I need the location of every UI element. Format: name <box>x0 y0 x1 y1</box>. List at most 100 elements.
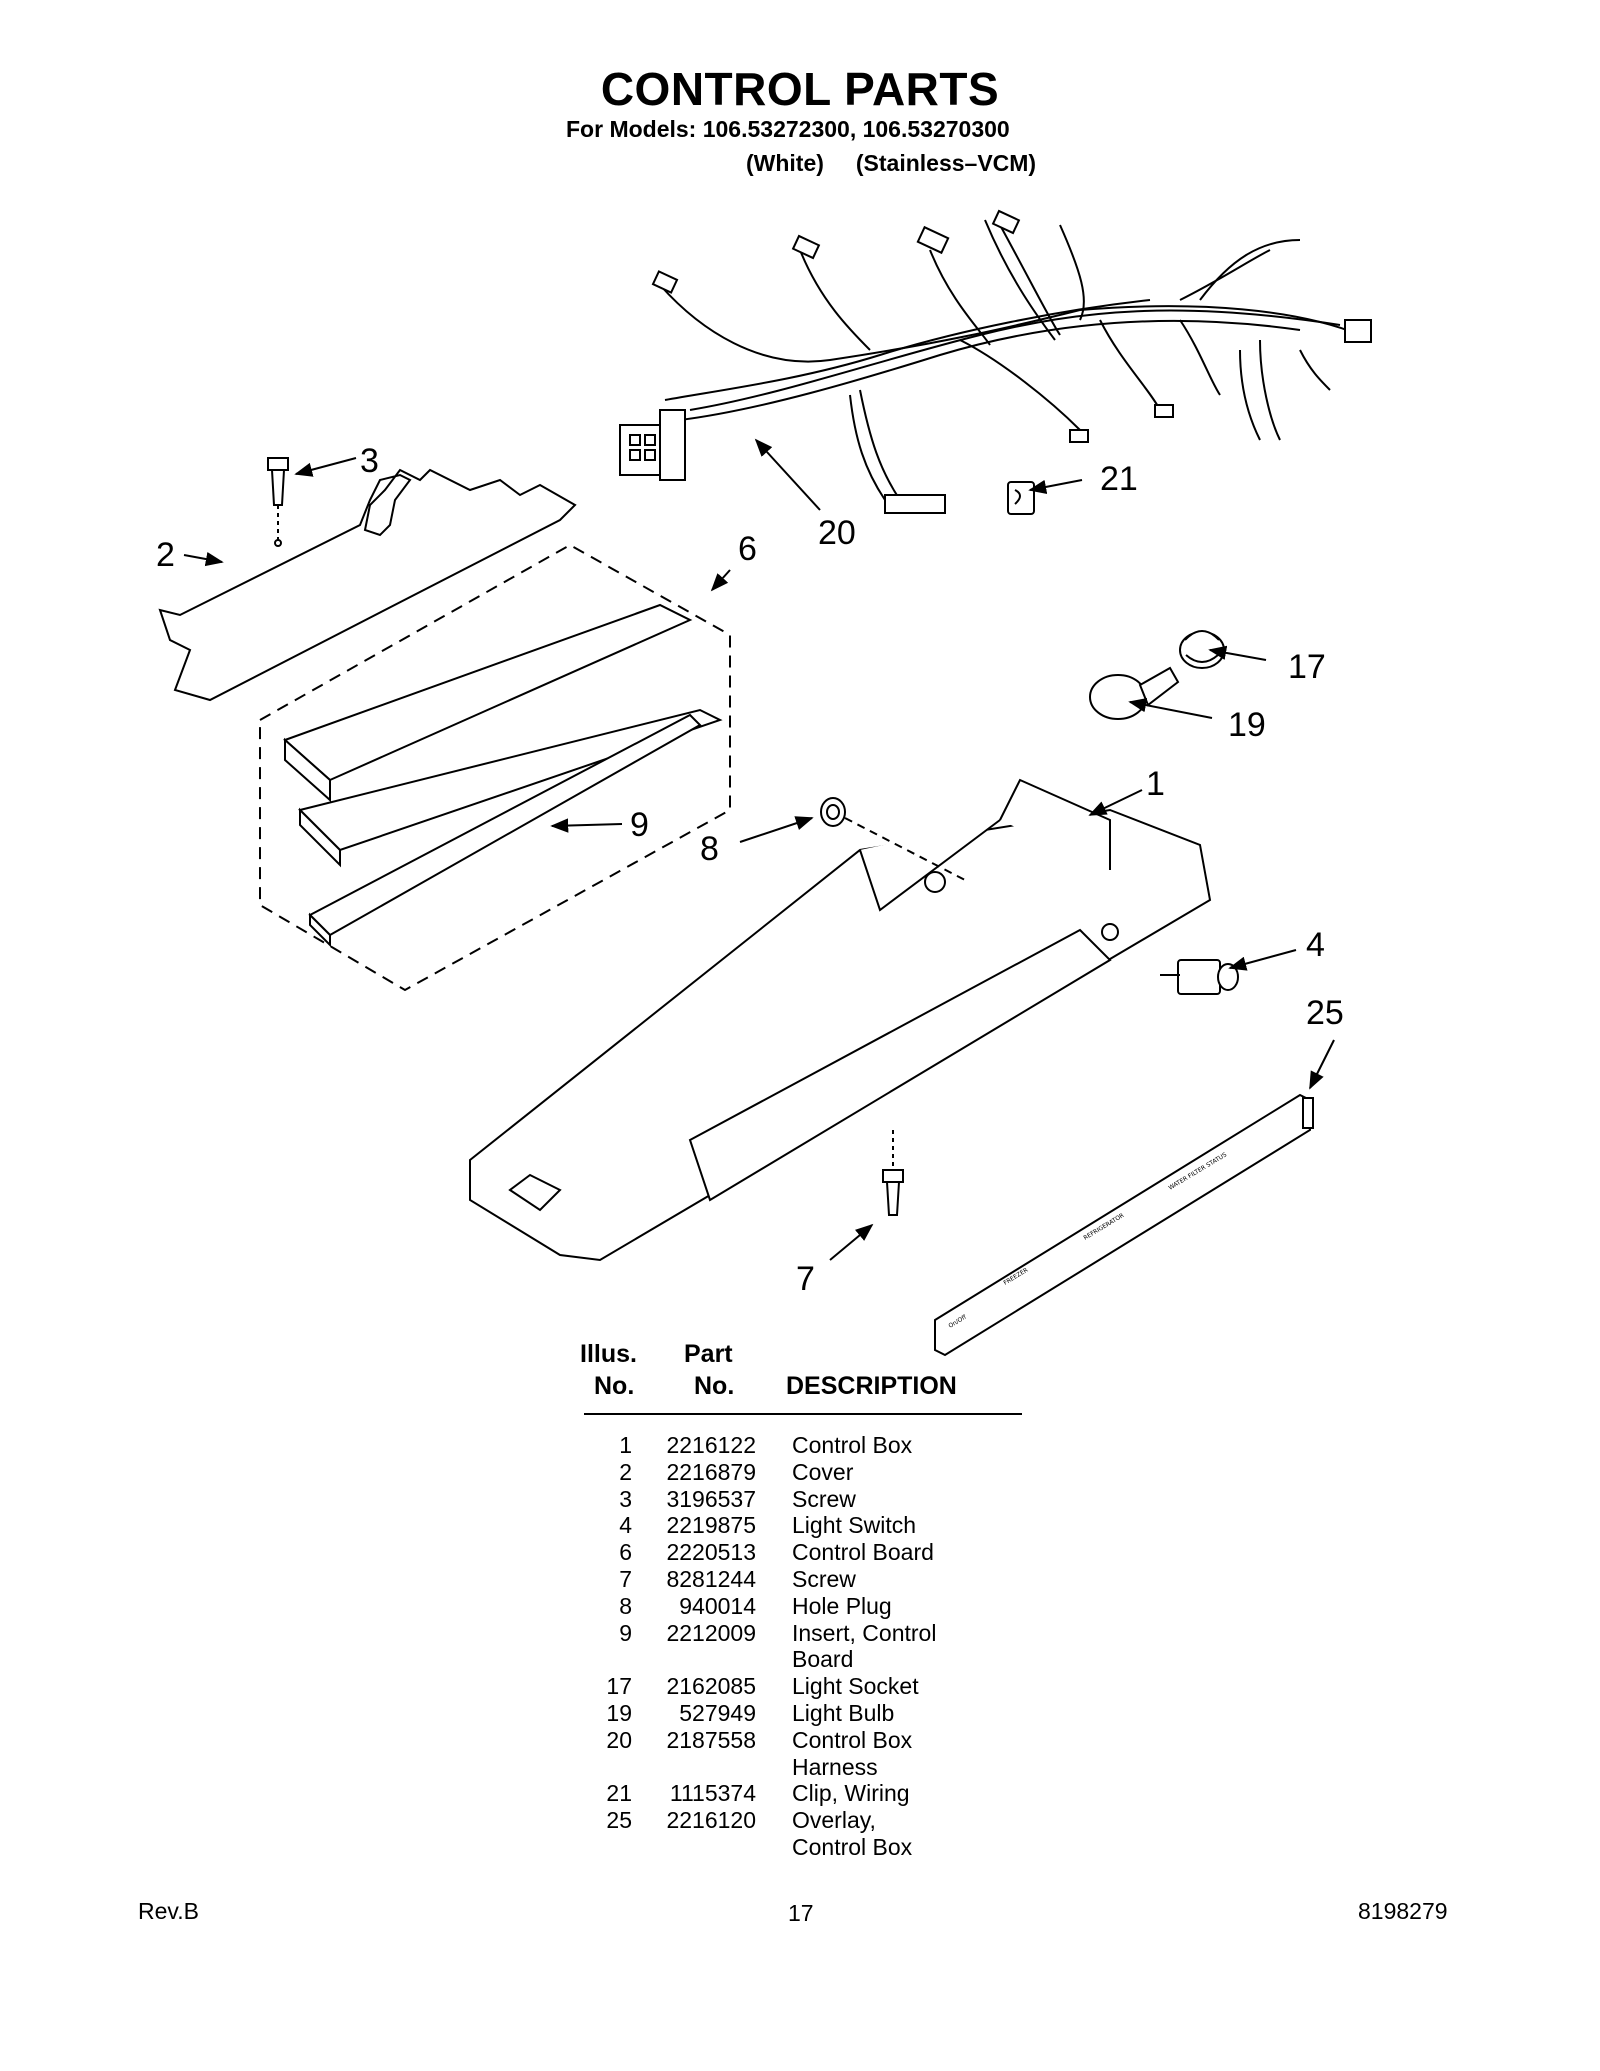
table-row: 1 2216122 Control Box <box>580 1432 1020 1459</box>
table-row: 20 2187558 Control Box <box>580 1727 1020 1754</box>
color-white: (White) <box>746 150 824 176</box>
callout-8: 8 <box>700 830 719 868</box>
models-line: For Models: 106.53272300, 106.53270300 <box>566 116 1010 142</box>
part-description: Light Switch <box>792 1512 917 1539</box>
callout-3: 3 <box>360 442 379 480</box>
table-row: Harness <box>580 1754 1020 1781</box>
light-socket <box>1179 630 1225 669</box>
callout-21: 21 <box>1100 460 1138 498</box>
col-part-line2: No. <box>694 1372 735 1400</box>
part-number: 3196537 <box>666 1485 756 1512</box>
screw-3 <box>267 457 289 540</box>
model-colors: (White) (Stainless–VCM) <box>746 150 1036 177</box>
exploded-parts-diagram: WATER FILTER STATUS REFRIGERATOR FREEZER… <box>156 209 1372 1357</box>
control-box-harness <box>659 219 1361 501</box>
part-description: Overlay, <box>792 1807 876 1834</box>
col-part-line1: Part <box>684 1340 733 1368</box>
callout-6: 6 <box>738 530 757 568</box>
callout-25: 25 <box>1306 994 1344 1032</box>
part-description: Screw <box>792 1485 856 1512</box>
table-row: Control Box <box>580 1834 1020 1861</box>
callout-4: 4 <box>1306 926 1325 964</box>
table-row: Board <box>580 1646 1020 1673</box>
table-row: 25 2216120 Overlay, <box>580 1807 1020 1834</box>
table-row: 7 8281244 Screw <box>580 1566 1020 1593</box>
callout-numbers: 3 2 6 20 21 17 19 1 9 8 4 25 7 <box>156 442 1344 1298</box>
part-description: Harness <box>792 1753 878 1780</box>
callout-7: 7 <box>796 1260 815 1298</box>
table-row: 17 2162085 Light Socket <box>580 1673 1020 1700</box>
part-description: Control Box <box>792 1432 913 1458</box>
part-number: 2219875 <box>666 1512 756 1539</box>
table-row: 2 2216879 Cover <box>580 1459 1020 1486</box>
part-description: Screw <box>792 1565 856 1592</box>
illus-number: 7 <box>619 1565 632 1592</box>
table-row: 4 2219875 Light Switch <box>580 1512 1020 1539</box>
illus-number: 8 <box>619 1592 632 1619</box>
part-number: 2220513 <box>666 1539 756 1566</box>
part-number: 2216122 <box>666 1432 756 1458</box>
illus-number: 9 <box>619 1619 632 1646</box>
part-description: Clip, Wiring <box>792 1780 910 1807</box>
control-box-overlay <box>934 1093 1314 1357</box>
color-stainless: (Stainless–VCM) <box>855 150 1037 176</box>
harness-connectors <box>619 209 1372 514</box>
illus-number: 4 <box>619 1512 632 1539</box>
doc-number: 8198279 <box>1358 1898 1448 1924</box>
illus-number: 19 <box>606 1699 632 1726</box>
callout-2: 2 <box>156 536 175 574</box>
part-number: 940014 <box>679 1592 756 1619</box>
table-row: 19 527949 Light Bulb <box>580 1700 1020 1727</box>
hole-plug <box>820 797 846 827</box>
wiring-clip <box>1007 481 1035 515</box>
page-title: CONTROL PARTS <box>600 63 1000 115</box>
callout-arrows <box>183 438 1335 1261</box>
screw-7 <box>882 1130 904 1216</box>
part-number: 2212009 <box>666 1619 756 1646</box>
callout-19: 19 <box>1228 706 1266 744</box>
part-description: Control Box <box>792 1726 913 1753</box>
illus-number: 6 <box>619 1539 632 1566</box>
callout-9: 9 <box>630 806 649 844</box>
illus-number: 1 <box>619 1432 632 1458</box>
illus-number: 17 <box>606 1673 632 1700</box>
part-description: Control Box <box>792 1833 913 1860</box>
illus-number: 20 <box>606 1726 632 1753</box>
callout-17: 17 <box>1288 648 1326 686</box>
part-number: 1115374 <box>669 1780 756 1807</box>
part-number: 2216120 <box>666 1807 756 1834</box>
cover-plate <box>158 468 577 702</box>
table-row: 9 2212009 Insert, Control <box>580 1620 1020 1647</box>
revision: Rev.B <box>138 1898 199 1924</box>
part-number: 8281244 <box>666 1565 756 1592</box>
insert-control-board <box>308 713 702 948</box>
parts-table: Illus. No. Part No. DESCRIPTION 1 2216122… <box>580 1340 1022 1860</box>
part-description: Insert, Control <box>792 1619 937 1646</box>
part-number: 2162085 <box>666 1673 756 1700</box>
illus-number: 25 <box>606 1807 632 1834</box>
header-rule <box>584 1413 1022 1415</box>
col-description: DESCRIPTION <box>786 1372 957 1400</box>
part-description: Light Socket <box>792 1673 919 1700</box>
part-number: 2216879 <box>666 1458 756 1485</box>
light-switch <box>1160 959 1239 995</box>
part-number: 2187558 <box>666 1726 756 1753</box>
illus-number: 2 <box>619 1458 632 1485</box>
part-description: Cover <box>792 1458 854 1485</box>
control-board <box>283 603 723 868</box>
callout-1: 1 <box>1146 765 1165 803</box>
callout-20: 20 <box>818 514 856 552</box>
part-description: Light Bulb <box>792 1699 895 1726</box>
part-description: Hole Plug <box>792 1592 892 1619</box>
part-number: 527949 <box>679 1699 756 1726</box>
control-box <box>469 778 1212 1262</box>
col-illus-line2: No. <box>594 1372 635 1400</box>
illus-number: 3 <box>619 1485 632 1512</box>
light-bulb <box>1089 666 1180 720</box>
page-number: 17 <box>788 1900 814 1926</box>
parts-table-header: Illus. No. Part No. DESCRIPTION <box>580 1340 1020 1408</box>
table-row: 3 3196537 Screw <box>580 1486 1020 1513</box>
table-row: 8 940014 Hole Plug <box>580 1593 1020 1620</box>
